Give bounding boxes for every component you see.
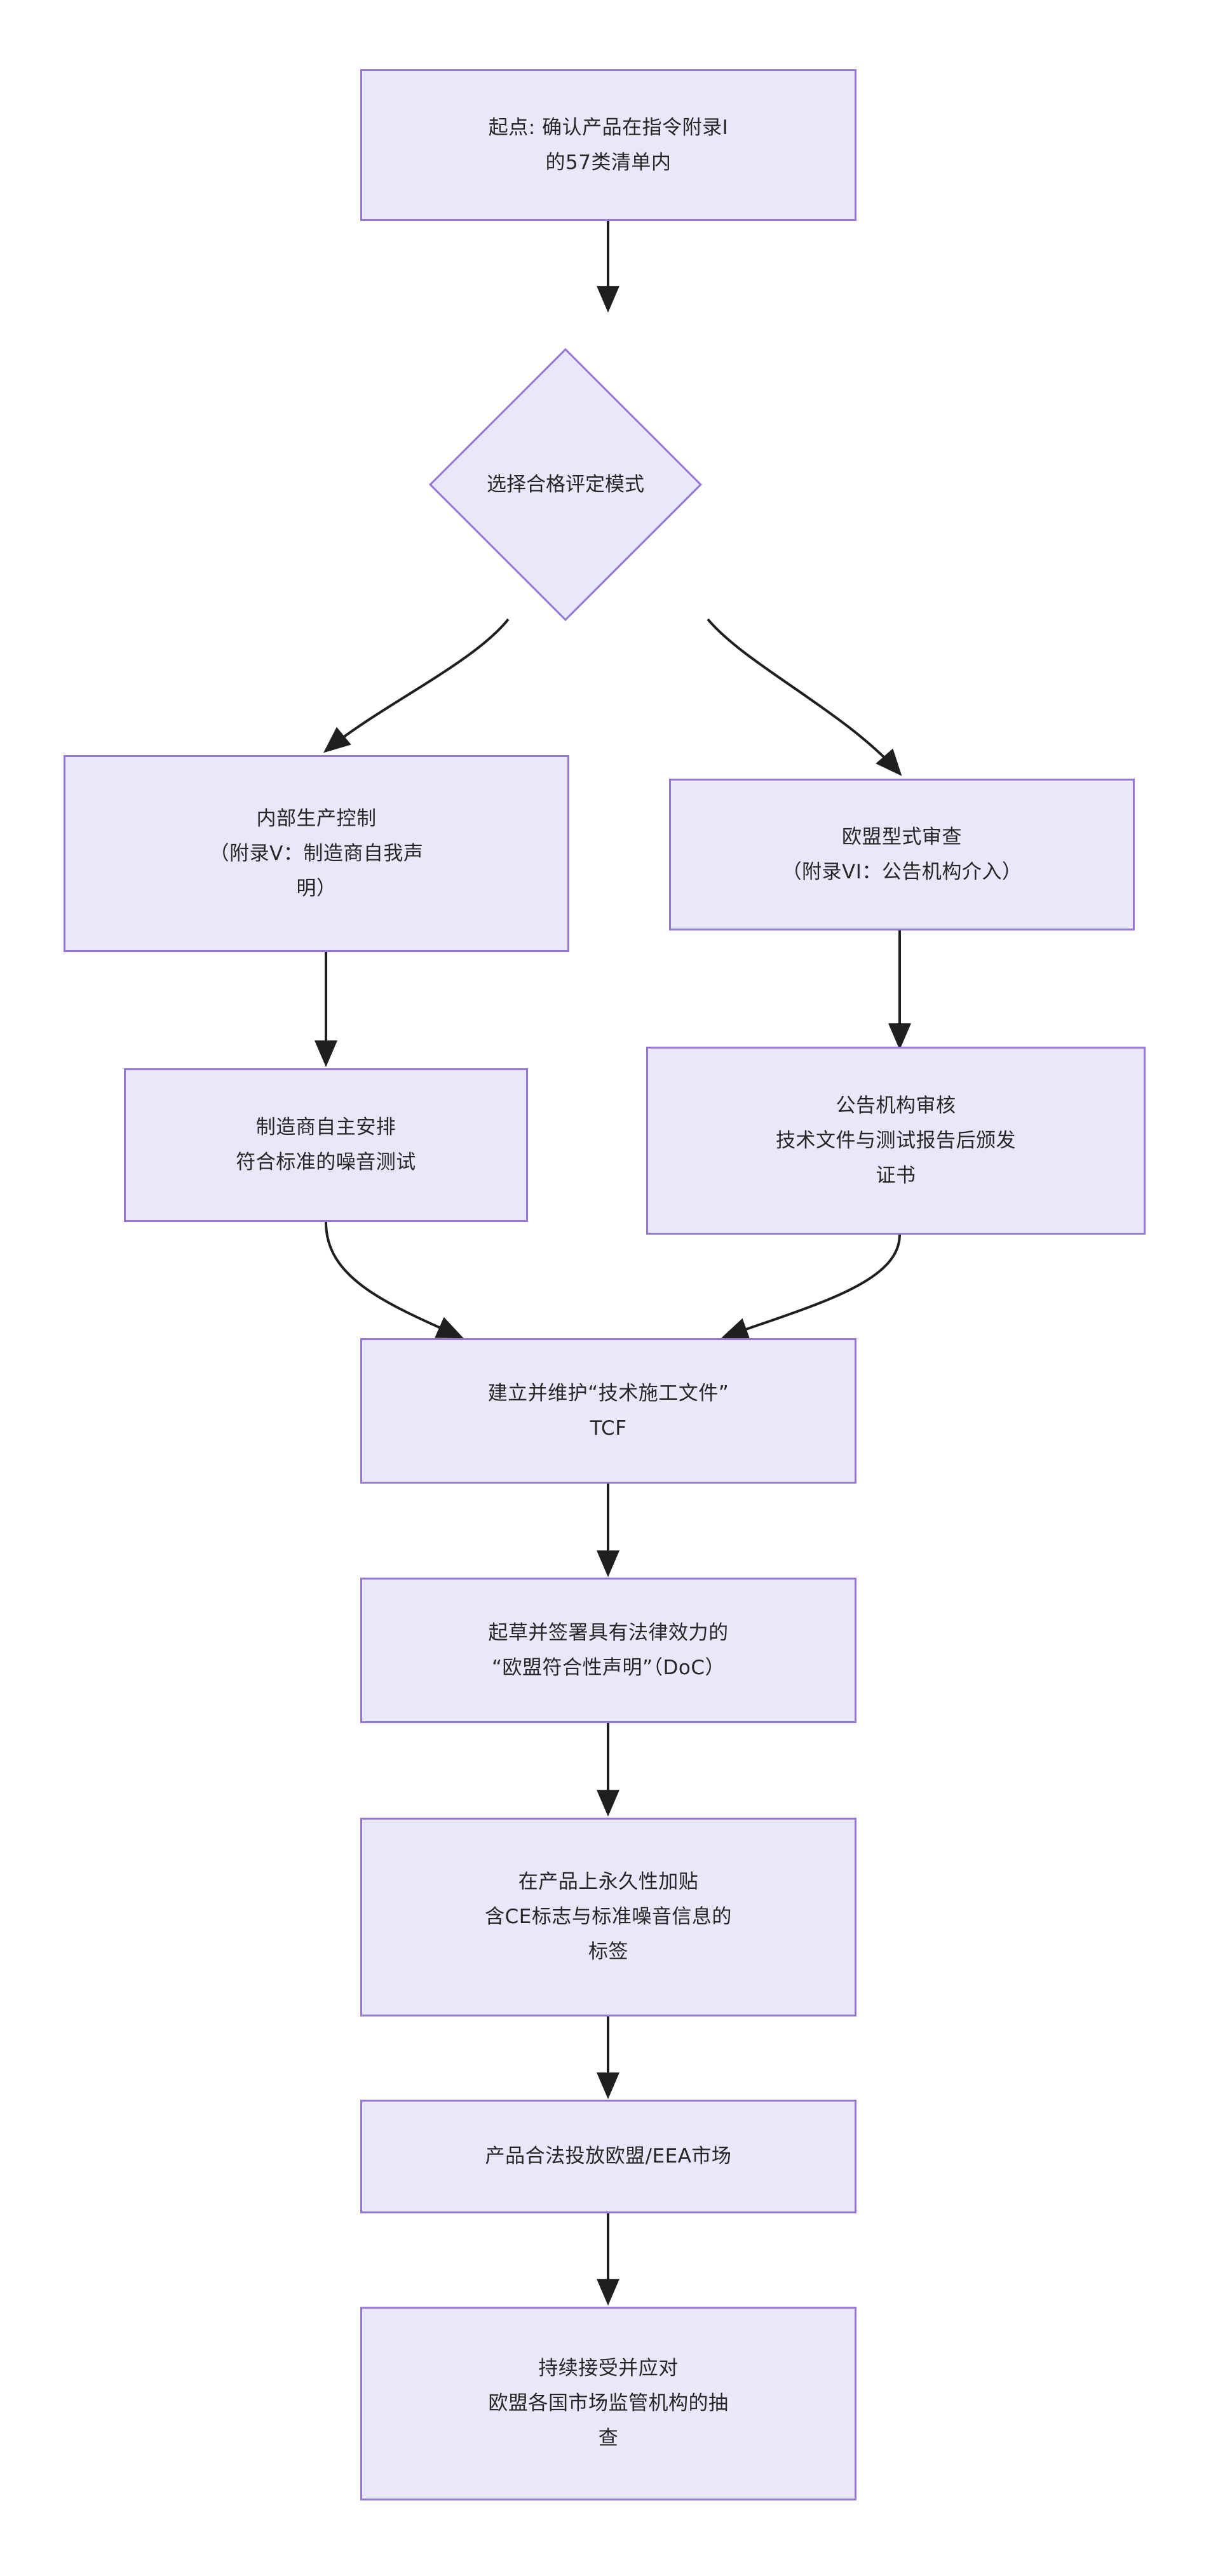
edge-self-test-to-tcf bbox=[325, 1221, 464, 1339]
node-ce-label[interactable]: 在产品上永久性加贴 含CE标志与标准噪音信息的 标签 bbox=[360, 1818, 856, 2016]
node-surveillance-label: 持续接受并应对 欧盟各国市场监管机构的抽 查 bbox=[488, 2357, 729, 2450]
node-notified-body-review[interactable]: 公告机构审核 技术文件与测试报告后颁发 证书 bbox=[646, 1047, 1146, 1235]
node-eu-type-exam-label: 欧盟型式审查 （附录VI：公告机构介入） bbox=[782, 825, 1022, 883]
node-tcf[interactable]: 建立并维护“技术施工文件” TCF bbox=[360, 1338, 856, 1484]
node-market-place-label: 产品合法投放欧盟/EEA市场 bbox=[485, 2145, 732, 2168]
node-ce-label-label: 在产品上永久性加贴 含CE标志与标准噪音信息的 标签 bbox=[485, 1870, 732, 1963]
node-doc-label: 起草并签署具有法律效力的 “欧盟符合性声明”（DoC） bbox=[488, 1621, 729, 1679]
edge-decision-to-eu-type-exam bbox=[707, 618, 902, 776]
node-internal-control-label: 内部生产控制 （附录V：制造商自我声 明） bbox=[209, 807, 424, 900]
node-decision-label: 选择合格评定模式 bbox=[487, 473, 644, 496]
node-surveillance[interactable]: 持续接受并应对 欧盟各国市场监管机构的抽 查 bbox=[360, 2307, 856, 2500]
node-self-noise-test[interactable]: 制造商自主安排 符合标准的噪音测试 bbox=[124, 1068, 528, 1222]
node-eu-type-exam[interactable]: 欧盟型式审查 （附录VI：公告机构介入） bbox=[669, 779, 1135, 930]
node-market-place[interactable]: 产品合法投放欧盟/EEA市场 bbox=[360, 2100, 856, 2213]
node-internal-control[interactable]: 内部生产控制 （附录V：制造商自我声 明） bbox=[64, 755, 569, 952]
node-decision[interactable]: 选择合格评定模式 bbox=[429, 314, 702, 654]
edge-notified-body-to-tcf bbox=[721, 1234, 901, 1340]
node-tcf-label: 建立并维护“技术施工文件” TCF bbox=[487, 1381, 729, 1440]
node-start[interactable]: 起点: 确认产品在指令附录I 的57类清单内 bbox=[360, 69, 856, 221]
node-doc[interactable]: 起草并签署具有法律效力的 “欧盟符合性声明”（DoC） bbox=[360, 1578, 856, 1723]
node-notified-body-review-label: 公告机构审核 技术文件与测试报告后颁发 证书 bbox=[776, 1094, 1016, 1187]
node-start-label: 起点: 确认产品在指令附录I 的57类清单内 bbox=[488, 116, 729, 174]
node-self-noise-test-label: 制造商自主安排 符合标准的噪音测试 bbox=[236, 1116, 416, 1174]
